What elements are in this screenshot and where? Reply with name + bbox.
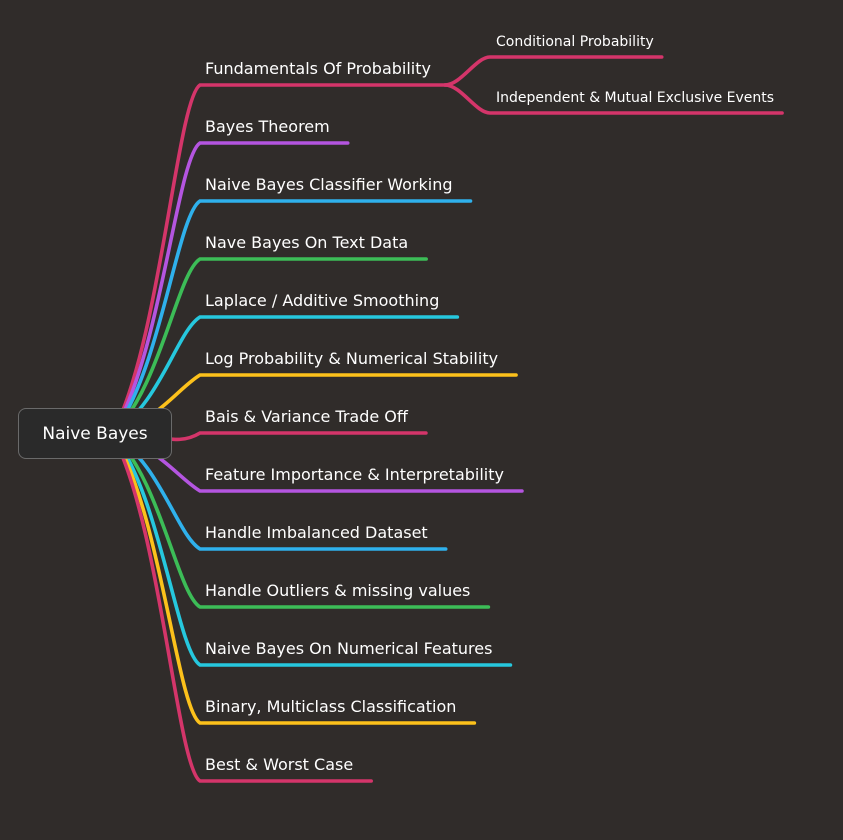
topic-label[interactable]: Best & Worst Case — [205, 755, 354, 774]
branch-line — [110, 432, 477, 725]
topic-label[interactable]: Binary, Multiclass Classification — [205, 697, 457, 716]
topic-label[interactable]: Naive Bayes Classifier Working — [205, 175, 453, 194]
branch-line — [110, 141, 350, 436]
root-node-label: Naive Bayes — [42, 423, 148, 444]
topic-label[interactable]: Naive Bayes On Numerical Features — [205, 639, 493, 658]
subtopic-label[interactable]: Conditional Probability — [496, 34, 654, 50]
topic-label[interactable]: Bayes Theorem — [205, 117, 330, 136]
sub-branch-line — [443, 83, 784, 115]
topic-label[interactable]: Handle Imbalanced Dataset — [205, 523, 428, 542]
topic-label[interactable]: Log Probability & Numerical Stability — [205, 349, 499, 368]
topic-label[interactable]: Nave Bayes On Text Data — [205, 233, 409, 252]
branch-line — [110, 83, 451, 436]
topic-label[interactable]: Laplace / Additive Smoothing — [205, 291, 440, 310]
sub-branch-line — [443, 55, 664, 87]
topic-label[interactable]: Handle Outliers & missing values — [205, 581, 471, 600]
root-node[interactable]: Naive Bayes — [18, 408, 172, 459]
topic-label[interactable]: Feature Importance & Interpretability — [205, 465, 504, 484]
branch-line — [110, 199, 473, 436]
topic-label[interactable]: Fundamentals Of Probability — [205, 59, 431, 78]
branch-line — [110, 432, 373, 783]
branch-line — [110, 432, 513, 667]
subtopic-label[interactable]: Independent & Mutual Exclusive Events — [496, 90, 775, 106]
topic-label[interactable]: Bais & Variance Trade Off — [205, 407, 408, 426]
